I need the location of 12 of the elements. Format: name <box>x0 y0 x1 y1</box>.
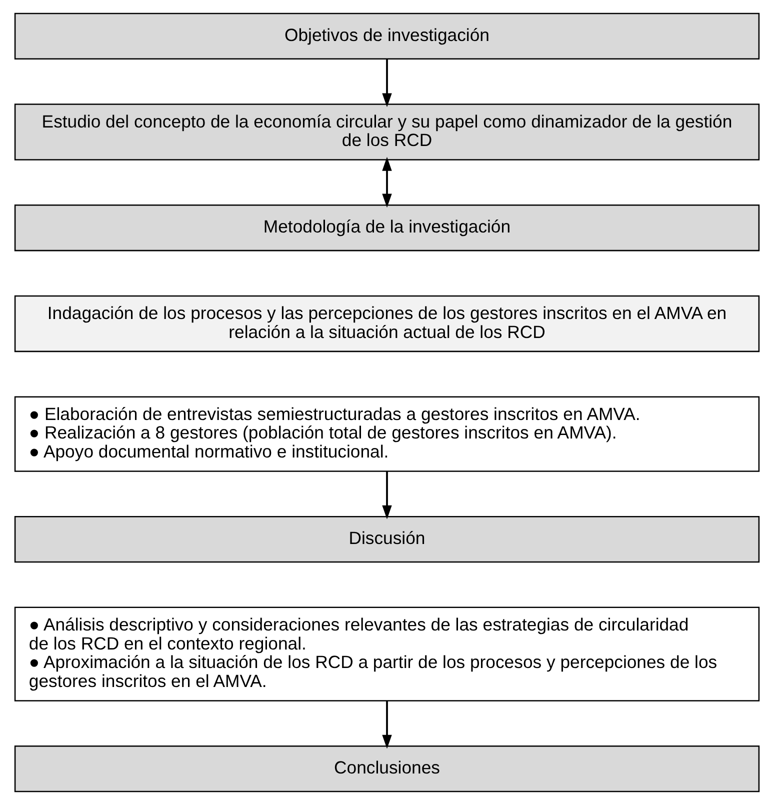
arrow <box>382 59 392 108</box>
arrow <box>382 471 392 520</box>
node-box: Objetivos de investigación <box>14 12 760 60</box>
arrow <box>382 156 392 208</box>
node-box: Conclusiones <box>14 745 760 792</box>
node-box: Discusión <box>14 516 760 563</box>
node-box: Estudio del concepto de la economía circular y su papel como dinamizador de la gestión de los RCD <box>14 104 760 160</box>
node-box: Metodología de la investigación <box>14 204 760 252</box>
node-box: Indagación de los procesos y las percepciones de los gestores inscritos en el AMVA en relación a la situación actual de los RCD <box>14 295 760 352</box>
node-box: ● Análisis descriptivo y consideraciones relevantes de las estrategias de circularidad de los RCD en el contexto regional. ● Aproximación a la situación de los RCD a partir de los procesos y percepciones de los gestores inscritos en el AMVA. <box>14 606 760 702</box>
arrow <box>382 700 392 749</box>
node-box: ● Elaboración de entrevistas semiestructuradas a gestores inscritos en AMVA. ● Realización a 8 gestores (población total de gestores inscritos en AMVA). ● Apoyo documental normativo e institucional. <box>14 396 760 472</box>
